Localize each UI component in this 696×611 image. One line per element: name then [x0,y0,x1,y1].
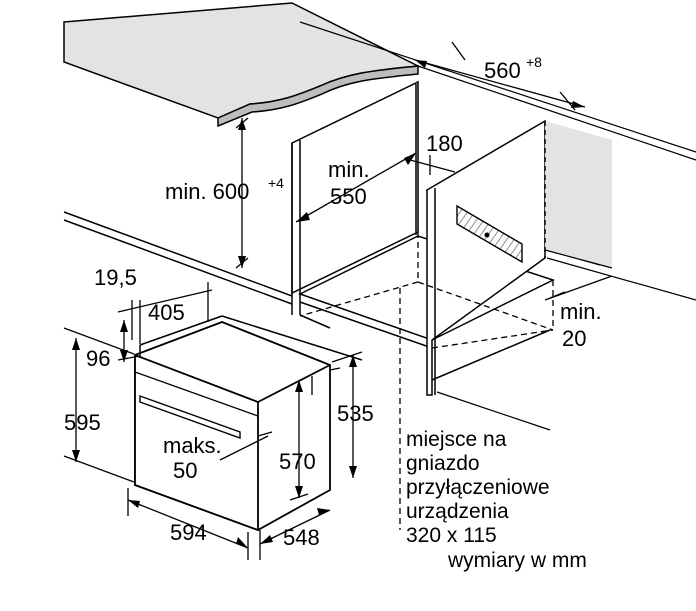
niche-width-label: 560 [484,58,521,83]
cabinet-labels: 560 +8 min. 600 +4 min. 550 180 min. 20 [165,54,602,351]
depth-405-label: 405 [148,300,185,325]
min-depth-label: min. [328,157,370,182]
height-535-label: 535 [337,401,374,426]
units-note: wymiary w mm [447,549,587,572]
side-gap-value: 20 [562,326,586,351]
min-height-label: min. 600 [165,179,249,204]
socket-note-line-3: przyłączeniowe [406,476,550,499]
min-depth-value: 550 [330,184,367,209]
arrowheads [72,60,585,548]
max-label: maks. [163,433,222,458]
min-height-tolerance: +4 [268,175,284,191]
offset-19-5-label: 19,5 [94,265,137,290]
niche-dashed-outline [299,232,554,530]
max-value: 50 [173,458,197,483]
top-96-label: 96 [86,346,110,371]
socket-note-line-5: 320 x 115 [406,524,497,547]
depth-548-label: 548 [283,525,320,550]
cabinet-outline [63,21,696,431]
width-594-label: 594 [170,520,207,545]
socket-note: miejsce na gniazdo przyłączeniowe urządz… [406,428,587,572]
socket-note-line-1: miejsce na [406,428,507,451]
socket-note-line-4: urządzenia [406,500,509,523]
adjacent-cabinet [544,121,613,269]
rear-gap-label: 180 [426,131,463,156]
oven-labels: 19,5 405 96 595 535 570 maks. 50 594 548 [64,265,374,550]
niche-width-tolerance: +8 [526,54,542,70]
side-gap-label: min. [560,299,602,324]
socket-note-line-2: gniazdo [406,452,480,475]
socket-area [456,204,523,264]
height-595-label: 595 [64,410,101,435]
oven-body [134,315,363,532]
height-570-label: 570 [279,449,316,474]
